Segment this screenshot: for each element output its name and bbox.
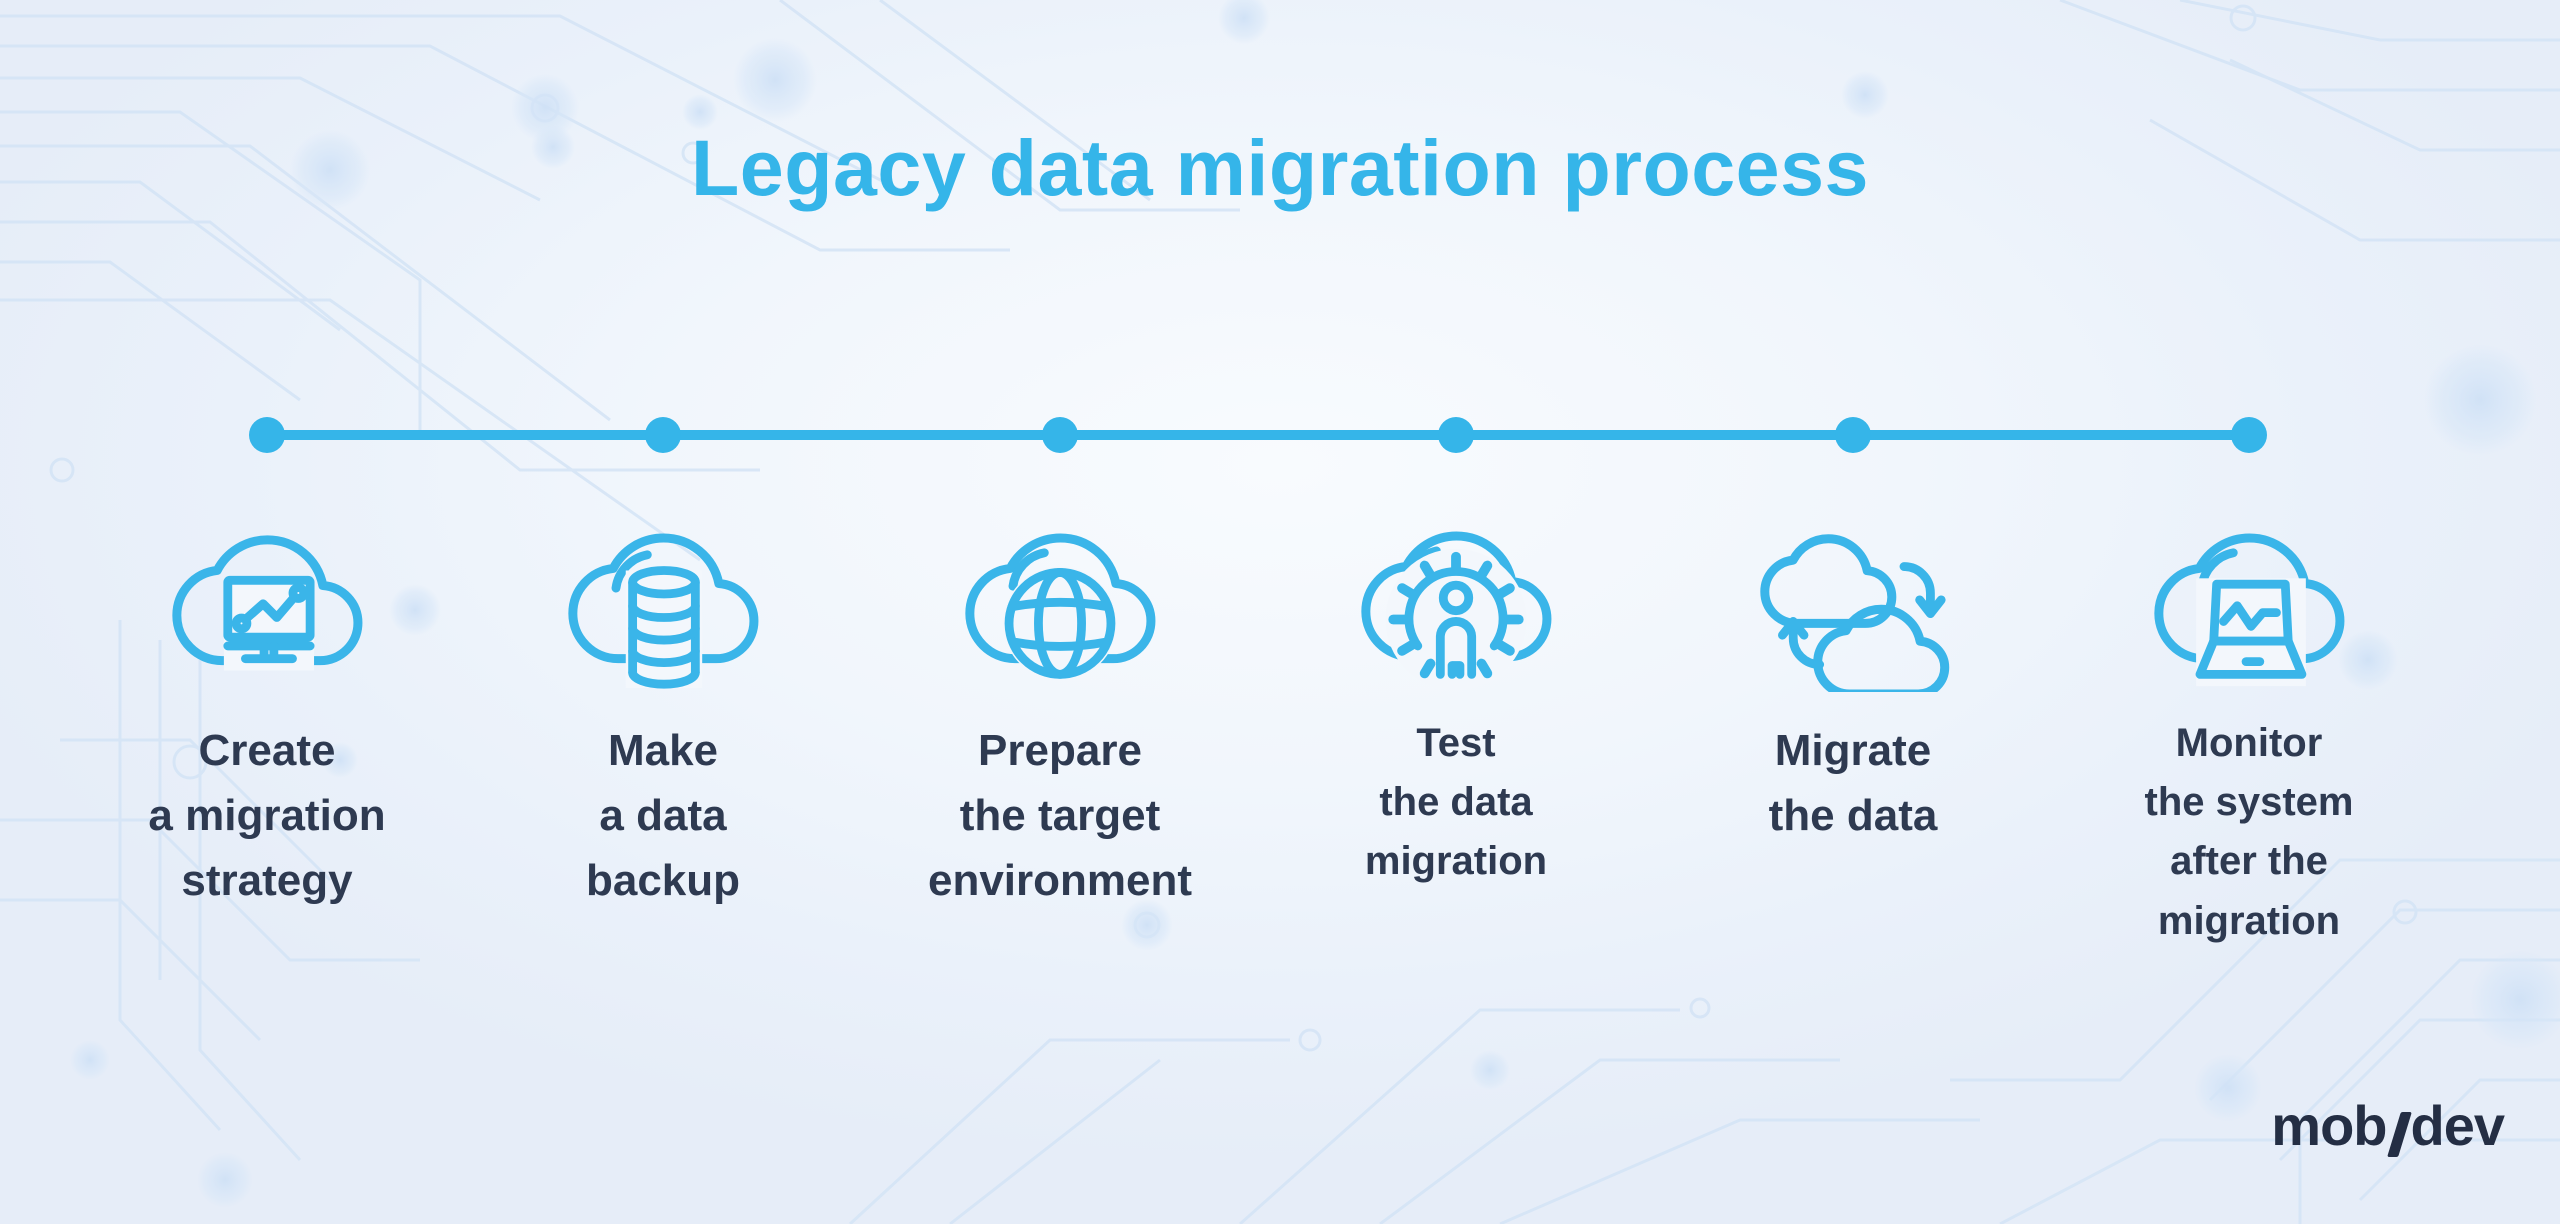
timeline-dot-1 [249,417,285,453]
step-label: Monitor the system after the migration [2144,721,2354,943]
step-label: Test the data migration [1364,721,1548,884]
timeline-dot-4 [1438,417,1474,453]
step-label: Migrate the data [1768,726,1938,841]
cloud-analytics-monitor-icon [169,496,365,692]
cloud-laptop-monitor-icon [2151,496,2347,692]
timeline-dot-3 [1042,417,1078,453]
clouds-transfer-icon [1755,496,1951,692]
step-create-migration-strategy: Create a migration strategy [67,496,467,913]
step-monitor-system-after-migration: Monitor the system after the migration [2049,496,2449,951]
mobidev-logo: mob dev [2271,1093,2505,1158]
cloud-globe-icon [962,496,1158,692]
cloud-gear-user-icon [1358,496,1554,692]
step-label: Create a migration strategy [148,726,386,906]
timeline-dot-5 [1835,417,1871,453]
step-migrate-the-data: Migrate the data [1653,496,2053,848]
step-label: Prepare the target environment [927,726,1193,906]
step-prepare-target-environment: Prepare the target environment [860,496,1260,913]
logo-text-pre: mob [2271,1094,2387,1157]
timeline-dot-6 [2231,417,2267,453]
logo-letter-i [2386,1112,2412,1157]
cloud-database-icon [565,496,761,692]
step-label: Make a data backup [585,726,741,906]
timeline-dot-2 [645,417,681,453]
step-make-data-backup: Make a data backup [463,496,863,913]
step-test-data-migration: Test the data migration [1256,496,1656,892]
logo-text-post: dev [2410,1094,2505,1157]
timeline-line [267,430,2249,440]
page-title: Legacy data migration process [691,123,1869,212]
